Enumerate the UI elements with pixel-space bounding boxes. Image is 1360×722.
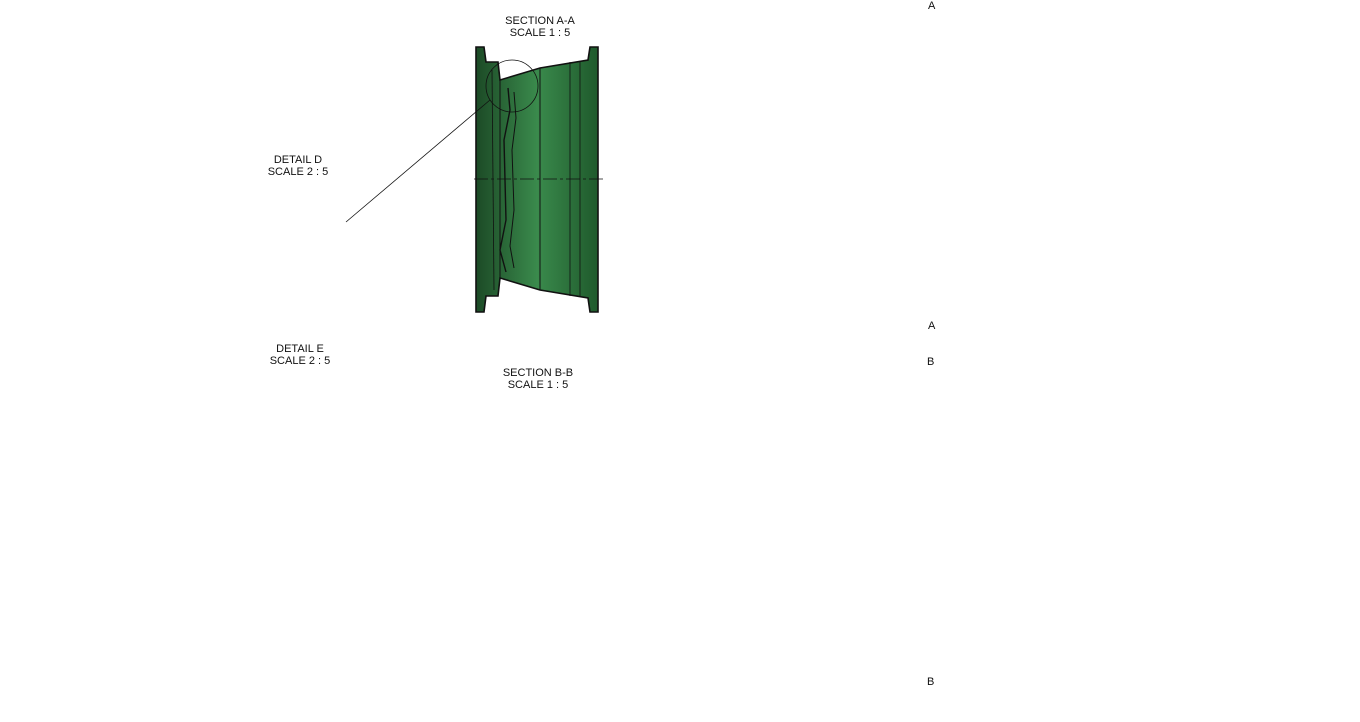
section-aa-view xyxy=(345,46,604,313)
detail-e-title: DETAIL E xyxy=(276,343,324,355)
detail-d-scale: SCALE 2 : 5 xyxy=(267,166,329,178)
detail-d-label: DETAIL D SCALE 2 : 5 xyxy=(240,154,356,178)
cut-marker-b-bottom: B xyxy=(927,676,935,688)
section-aa-label: SECTION A-A SCALE 1 : 5 xyxy=(488,15,592,39)
cut-marker-b-top: B xyxy=(927,356,935,368)
section-bb-scale: SCALE 1 : 5 xyxy=(507,379,569,391)
section-bb-title: SECTION B-B xyxy=(502,367,574,379)
cut-marker-a-bottom: A xyxy=(928,320,936,332)
section-bb-label: SECTION B-B SCALE 1 : 5 xyxy=(486,367,590,391)
detail-d-title: DETAIL D xyxy=(273,154,323,166)
detail-e-scale: SCALE 2 : 5 xyxy=(269,355,331,367)
detail-e-label: DETAIL E SCALE 2 : 5 xyxy=(242,343,358,367)
cut-marker-a-top: A xyxy=(928,0,936,12)
section-aa-title: SECTION A-A xyxy=(505,15,575,27)
section-aa-scale: SCALE 1 : 5 xyxy=(509,27,571,39)
